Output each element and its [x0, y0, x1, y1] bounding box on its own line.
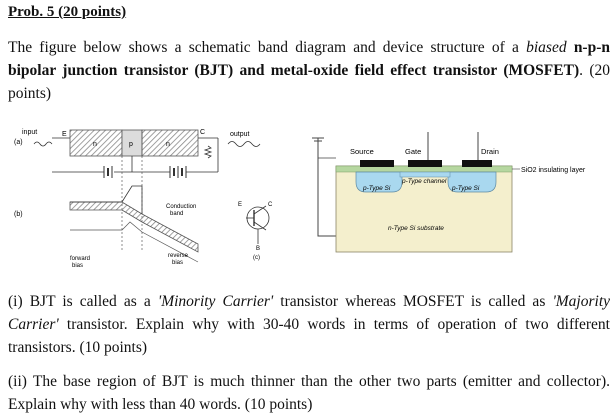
intro-devices: n-p-n bipolar junction transistor (BJT) …: [8, 39, 610, 79]
intro-space: [567, 39, 574, 56]
reverse-bias-label-2: bias: [172, 260, 183, 266]
problem-intro: The figure below shows a schematic band …: [8, 36, 610, 105]
label-b: (b): [14, 211, 23, 218]
p-drain-region: [447, 171, 497, 193]
substrate-label: n-Type Si substrate: [388, 225, 444, 232]
collector-region: [141, 129, 199, 157]
reverse-bias-label-1: reverse: [168, 253, 189, 259]
battery-right-icon: [169, 166, 187, 178]
conduction-band-label-2: band: [170, 211, 183, 217]
figure: (a) (b) input E n p n C: [14, 129, 586, 269]
sio2-label: SiO2 insulating layer: [521, 167, 586, 174]
transistor-symbol-icon: [246, 205, 270, 244]
q1-text-1: (i) BJT is called as a: [8, 293, 158, 310]
forward-bias-label-1: forward: [70, 256, 90, 262]
input-wave-icon: [33, 141, 53, 147]
emitter-terminal: E: [62, 131, 67, 138]
emitter-n-label: n: [93, 141, 97, 148]
band-diagram: Conduction band: [69, 185, 199, 263]
collector-n-label: n: [166, 141, 170, 148]
forward-bias-label-2: bias: [72, 263, 83, 269]
intro-biased: biased: [526, 39, 567, 56]
output-wave-icon: [227, 141, 261, 147]
question-1: (i) BJT is called as a 'Minority Carrier…: [8, 290, 610, 359]
symbol-E: E: [238, 202, 242, 208]
collector-terminal: C: [200, 129, 205, 136]
source-contact: [360, 160, 394, 167]
symbol-C: C: [268, 202, 273, 208]
output-label: output: [230, 131, 250, 138]
drain-label: Drain: [481, 147, 499, 156]
source-label: Source: [350, 147, 374, 156]
q1-minority: 'Minority Carrier': [157, 293, 274, 310]
label-a: (a): [14, 139, 23, 146]
symbol-B: B: [256, 246, 260, 252]
base-p-label: p: [129, 141, 133, 148]
input-label: input: [22, 129, 37, 136]
gate-label: Gate: [405, 147, 421, 156]
p-channel: [399, 171, 451, 178]
q1-text-3: transistor. Explain why with 30-40 words…: [8, 316, 610, 356]
q1-majority: 'Majority Carrier': [8, 293, 611, 333]
intro-text-1: The figure below shows a schematic band …: [8, 39, 527, 56]
gate-contact: [408, 160, 442, 167]
ptype-left-label: p-Type Si: [362, 185, 391, 192]
channel-label: p-Type channel: [401, 178, 447, 185]
q1-text-2: transistor whereas MOSFET is called as: [273, 293, 553, 310]
conduction-band-label-1: Conduction: [166, 204, 196, 210]
intro-points: . (20 points): [8, 62, 610, 102]
question-2: (ii) The base region of BJT is much thin…: [8, 373, 610, 413]
problem-title: Prob. 5 (20 points): [8, 4, 127, 20]
drain-contact: [462, 160, 492, 167]
p-source-region: [355, 171, 403, 193]
battery-left-icon: [103, 166, 113, 178]
mosfet-figure: Source Gate Drain SiO2 insulating layer …: [312, 132, 586, 253]
ptype-right-label: p-Type Si: [451, 185, 480, 192]
bjt-figure: (a) (b) input E n p n C: [14, 129, 273, 269]
label-c: (c): [253, 255, 260, 261]
resistor-icon: [203, 145, 213, 159]
